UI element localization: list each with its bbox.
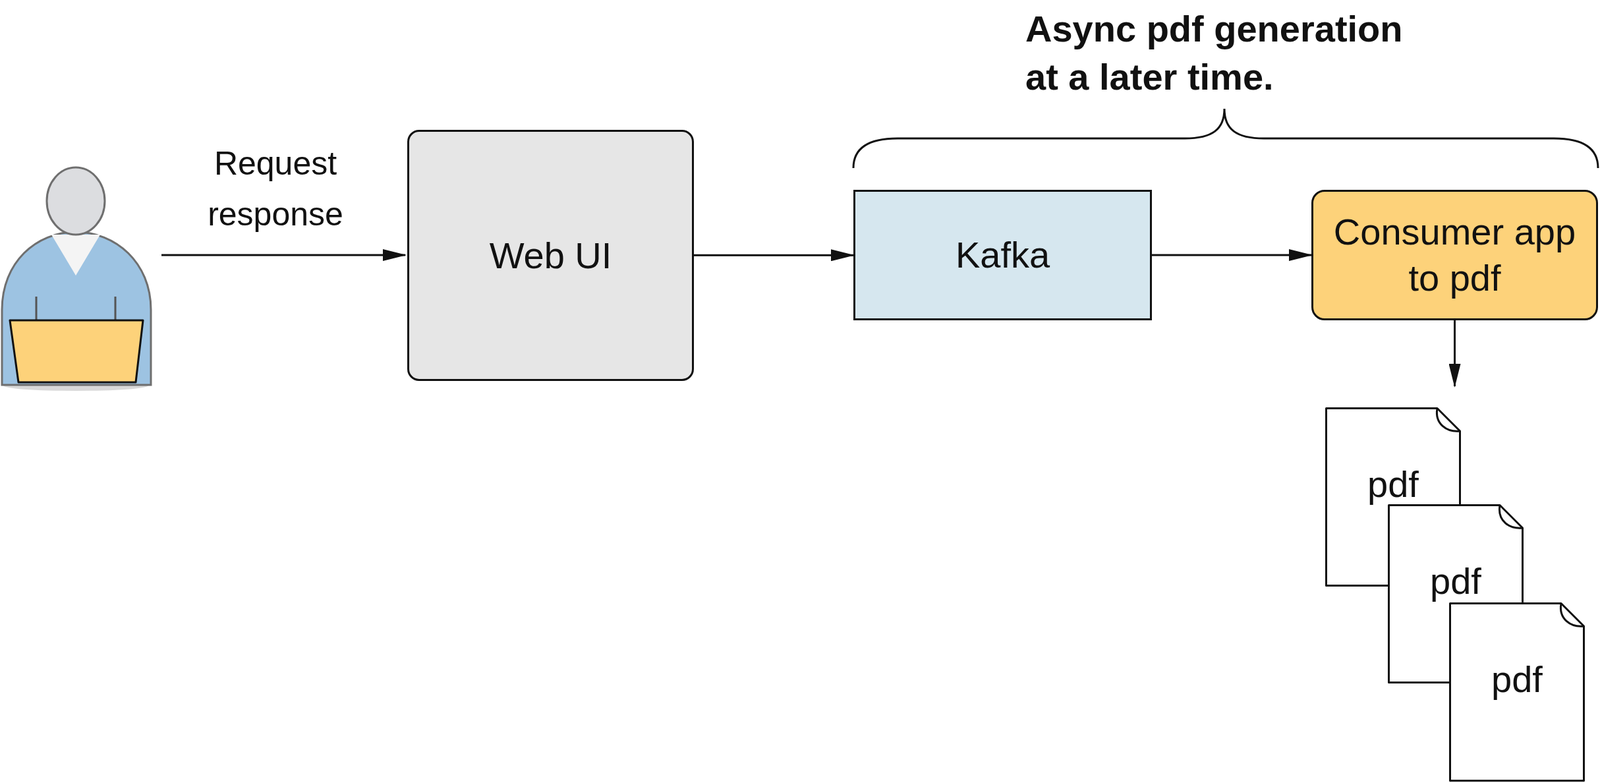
node-label: pdf [1491,656,1543,703]
user-arrow [161,254,406,257]
callout-heading: Async pdf generation at a later time. [1025,4,1434,101]
person-head [46,167,105,235]
brace [853,108,1599,169]
page-shape [1450,603,1585,781]
node-label: pdf [1367,461,1419,508]
person-collar [51,234,101,276]
node-label: pdf [1429,558,1482,605]
node-label: Kafka [955,231,1050,279]
node-label: Consumer app to pdf [1326,208,1583,302]
process-box: Consumer app to pdf [1311,189,1599,321]
flow-arrow [1453,320,1456,387]
flow-arrow [693,254,854,257]
page-fold [1560,603,1584,627]
node-label: Web UI [489,232,613,279]
process-box: Web UI [407,129,694,381]
page-fold [1499,505,1523,529]
arrow-label: Request response [189,138,362,240]
page-fold [1436,408,1460,432]
flow-arrow [1151,254,1312,257]
process-box: Kafka [853,189,1152,321]
person-arms [36,296,116,320]
document-page: pdf [1449,602,1585,782]
laptop [9,320,143,383]
person-body [1,231,151,385]
